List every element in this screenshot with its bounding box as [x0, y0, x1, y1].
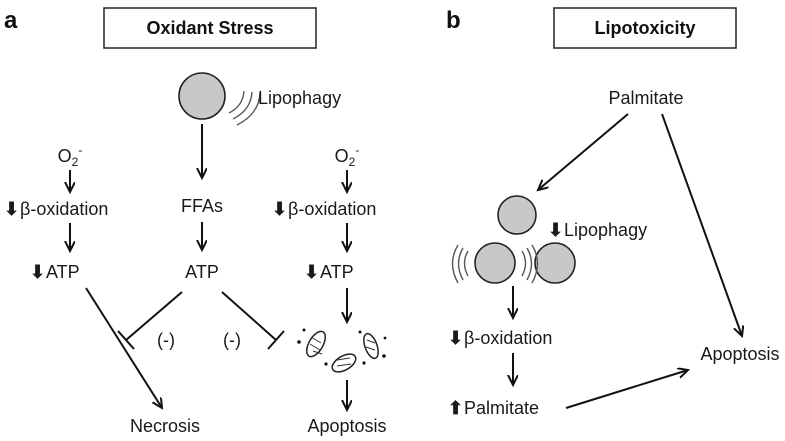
ffas-label: FFAs: [181, 196, 223, 216]
inhibition-right-label: (-): [223, 330, 241, 350]
arrow-palmitate-bottom-to-apoptosis: [565, 370, 688, 409]
damaged-mitochondria-icon: [297, 328, 387, 373]
apoptosis-label-a: Apoptosis: [307, 416, 386, 436]
oxidant-stress-title-box: Oxidant Stress: [103, 7, 317, 49]
panel-b-letter: b: [446, 7, 461, 34]
lipophagy-label-a: Lipophagy: [258, 88, 341, 108]
palmitate-top-label: Palmitate: [608, 88, 683, 108]
lipotoxicity-title: Lipotoxicity: [594, 18, 695, 38]
atp-left: ATP: [46, 262, 80, 282]
up-arrow-icon: ⬆: [448, 398, 463, 418]
lipid-droplet-icon: [178, 72, 261, 126]
arrow-atp-to-necrosis: [85, 287, 162, 408]
superoxide-left: O2-: [58, 143, 83, 169]
down-arrow-icon: ⬇: [30, 262, 45, 282]
inhibition-left-label: (-): [157, 330, 175, 350]
down-arrow-icon: ⬇: [272, 199, 287, 219]
down-arrow-icon: ⬇: [4, 199, 19, 219]
lipotoxicity-title-box: Lipotoxicity: [553, 7, 737, 49]
inhibition-right: [221, 291, 285, 350]
down-arrow-icon: ⬇: [304, 262, 319, 282]
oxidant-stress-title: Oxidant Stress: [146, 18, 273, 38]
panel-a-letter: a: [4, 7, 18, 34]
arrow-palmitate-to-apoptosis: [661, 113, 742, 336]
down-arrow-icon: ⬇: [448, 328, 463, 348]
lipid-droplets-icon: [451, 195, 576, 284]
apoptosis-label-b: Apoptosis: [700, 344, 779, 364]
arrow-palmitate-to-droplets: [538, 113, 629, 190]
beta-oxidation-b: β-oxidation: [464, 328, 552, 348]
inhibition-left: [117, 291, 183, 350]
down-arrow-icon: ⬇: [548, 220, 563, 240]
beta-oxidation-right: β-oxidation: [288, 199, 376, 219]
lipophagy-label-b: Lipophagy: [564, 220, 647, 240]
superoxide-right: O2-: [335, 143, 360, 169]
atp-middle: ATP: [185, 262, 219, 282]
atp-right: ATP: [320, 262, 354, 282]
necrosis-label: Necrosis: [130, 416, 200, 436]
beta-oxidation-left: β-oxidation: [20, 199, 108, 219]
palmitate-bottom-label: Palmitate: [464, 398, 539, 418]
